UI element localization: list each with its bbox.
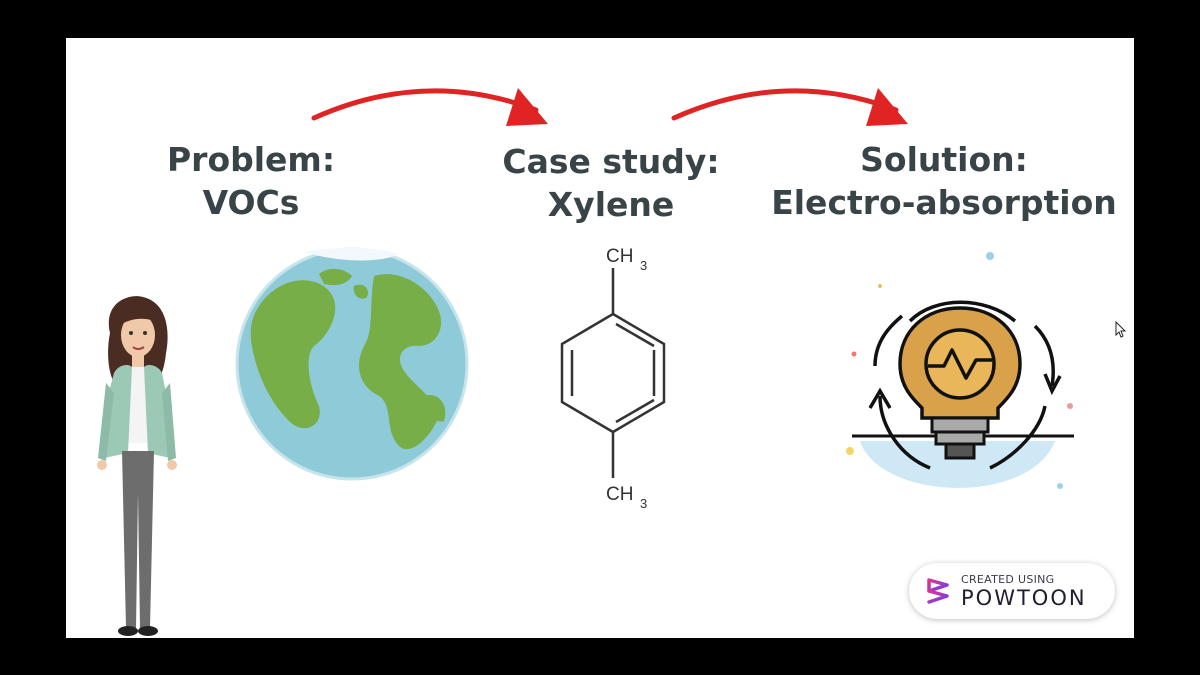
powtoon-badge-text: CREATED USING POWTOON <box>961 574 1087 609</box>
presenter-character <box>97 296 177 636</box>
solution-heading-line2: Electro-absorption <box>771 183 1117 222</box>
solution-heading-line1: Solution: <box>860 140 1028 179</box>
badge-created-using: CREATED USING <box>961 572 1055 586</box>
xylene-bottom-group: CH <box>606 484 633 505</box>
case-study-heading: Case study: Xylene <box>451 140 771 226</box>
badge-brand-name: POWTOON <box>961 585 1087 610</box>
xylene-top-subscript: 3 <box>640 258 647 273</box>
problem-heading-line2: VOCs <box>202 183 300 222</box>
problem-heading: Problem: VOCs <box>101 138 401 224</box>
earth-globe-icon <box>235 247 469 481</box>
curved-arrow-icon <box>671 88 908 126</box>
curved-arrow-icon <box>311 88 548 126</box>
arrows-layer <box>311 88 908 126</box>
xylene-top-group: CH <box>606 246 633 267</box>
powtoon-logo-icon <box>927 578 949 604</box>
mouse-cursor-icon <box>1115 321 1127 338</box>
xylene-structure-icon: CH 3 CH 3 <box>560 246 666 511</box>
problem-heading-line1: Problem: <box>166 140 336 179</box>
lightbulb-cycle-icon <box>846 252 1074 489</box>
case-study-heading-line2: Xylene <box>547 185 675 224</box>
xylene-bottom-subscript: 3 <box>640 496 647 511</box>
case-study-heading-line1: Case study: <box>502 142 720 181</box>
powtoon-badge[interactable]: CREATED USING POWTOON <box>909 563 1115 619</box>
solution-heading: Solution: Electro-absorption <box>754 138 1134 224</box>
presentation-slide: Problem: VOCs Case study: Xylene Solutio… <box>66 38 1134 638</box>
